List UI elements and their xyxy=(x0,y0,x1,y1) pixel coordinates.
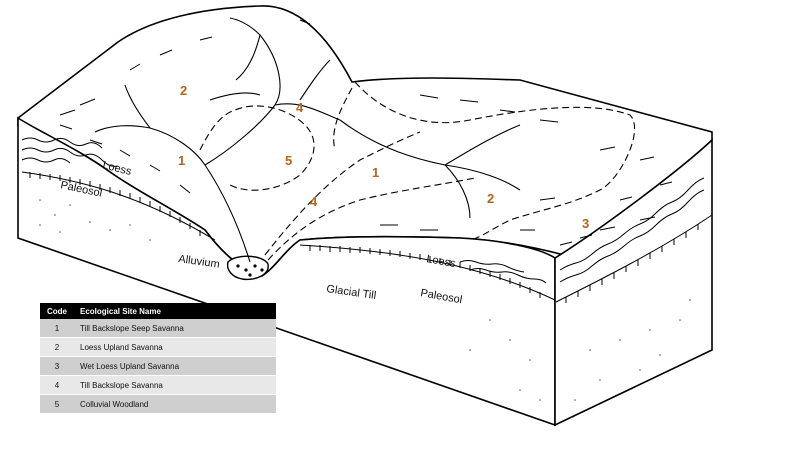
legend-header-code: Code xyxy=(40,303,74,319)
zone-boundaries xyxy=(199,81,636,261)
zone-number-lower-slope: 4 xyxy=(310,194,318,209)
drainage-network xyxy=(94,17,521,263)
legend-row: 4 Till Backslope Savanna xyxy=(40,375,276,395)
legend-site-name: Till Backslope Seep Savanna xyxy=(74,319,276,338)
till-stipple xyxy=(39,199,691,401)
zone-number-wet-upland: 3 xyxy=(582,216,589,231)
legend-header-name: Ecological Site Name xyxy=(74,303,276,319)
legend-site-name: Wet Loess Upland Savanna xyxy=(74,356,276,376)
legend-site-name: Loess Upland Savanna xyxy=(74,337,276,357)
zone-number-left-slope: 1 xyxy=(178,153,185,168)
ecological-site-legend: Code Ecological Site Name 1 Till Backslo… xyxy=(40,303,276,414)
legend-code: 5 xyxy=(40,394,74,414)
paleosol-line-left xyxy=(21,171,216,241)
legend-row: 3 Wet Loess Upland Savanna xyxy=(40,356,276,376)
loess-label-right: Loess xyxy=(425,253,456,270)
zone-number-colluvial: 5 xyxy=(285,153,292,168)
right-face-strata xyxy=(555,177,713,303)
zone-number-left-upland: 2 xyxy=(180,83,187,98)
legend-code: 4 xyxy=(40,375,74,395)
legend-header-row: Code Ecological Site Name xyxy=(40,303,276,319)
legend-code: 1 xyxy=(40,319,74,338)
right-face xyxy=(554,138,713,427)
legend-code: 3 xyxy=(40,356,74,376)
zone-number-upper-mid: 4 xyxy=(296,100,304,115)
legend-row: 2 Loess Upland Savanna xyxy=(40,337,276,357)
legend-site-name: Till Backslope Savanna xyxy=(74,375,276,395)
surface-hachures xyxy=(59,19,673,246)
paleosol-line-right xyxy=(299,244,556,301)
zone-number-right-upland: 2 xyxy=(487,191,494,206)
legend-site-name: Colluvial Woodland xyxy=(74,394,276,414)
legend-code: 2 xyxy=(40,337,74,357)
loess-band-left xyxy=(21,137,119,167)
legend-row: 1 Till Backslope Seep Savanna xyxy=(40,319,276,338)
zone-number-center-slope: 1 xyxy=(372,165,379,180)
alluvium-label: Alluvium xyxy=(178,253,221,271)
legend-row: 5 Colluvial Woodland xyxy=(40,394,276,414)
alluvium-deposit xyxy=(226,255,269,281)
